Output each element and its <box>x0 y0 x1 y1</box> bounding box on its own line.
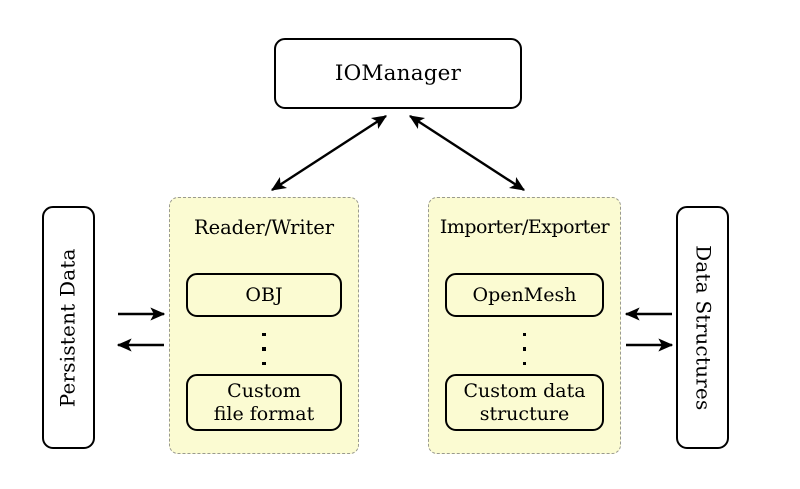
subnode-obj-label: OBJ <box>245 283 283 306</box>
ellipsis-reader-writer <box>170 330 358 368</box>
node-io-manager-label: IOManager <box>334 60 462 86</box>
node-io-manager[interactable]: IOManager <box>274 38 522 109</box>
subnode-custom-data-structure-label: Custom data structure <box>463 380 585 426</box>
subnode-openmesh[interactable]: OpenMesh <box>445 273 604 317</box>
edge-iomanager-importerexporter <box>409 114 525 192</box>
node-data-structures-label: Data Structures <box>691 244 716 411</box>
edge-iomanager-readerwriter <box>271 114 387 192</box>
subnode-custom-file-format-line1: Custom <box>227 379 301 402</box>
group-reader-writer: Reader/Writer OBJ Custom file format <box>169 197 359 454</box>
subnode-custom-data-structure-line1: Custom data <box>463 379 586 402</box>
subnode-obj[interactable]: OBJ <box>186 273 342 317</box>
subnode-custom-file-format-line2: file format <box>213 402 315 425</box>
subnode-custom-file-format-label: Custom file format <box>214 380 315 426</box>
group-reader-writer-title: Reader/Writer <box>194 216 334 239</box>
ellipsis-dot <box>262 361 266 365</box>
subnode-custom-data-structure[interactable]: Custom data structure <box>445 374 604 431</box>
ellipsis-dot <box>262 333 266 337</box>
group-importer-exporter-title: Importer/Exporter <box>439 216 610 238</box>
node-persistent-data-label: Persistent Data <box>55 248 80 407</box>
ellipsis-importer-exporter <box>429 330 620 368</box>
subnode-openmesh-label: OpenMesh <box>472 283 577 306</box>
ellipsis-dot <box>522 347 527 351</box>
node-persistent-data[interactable]: Persistent Data <box>42 206 95 449</box>
ellipsis-dot <box>522 333 527 337</box>
ellipsis-dot <box>522 361 527 365</box>
subnode-custom-file-format[interactable]: Custom file format <box>186 374 342 431</box>
ellipsis-dot <box>262 347 266 351</box>
group-importer-exporter: Importer/Exporter OpenMesh Custom data s… <box>428 197 621 454</box>
subnode-custom-data-structure-line2: structure <box>479 402 570 425</box>
node-data-structures[interactable]: Data Structures <box>676 206 729 449</box>
